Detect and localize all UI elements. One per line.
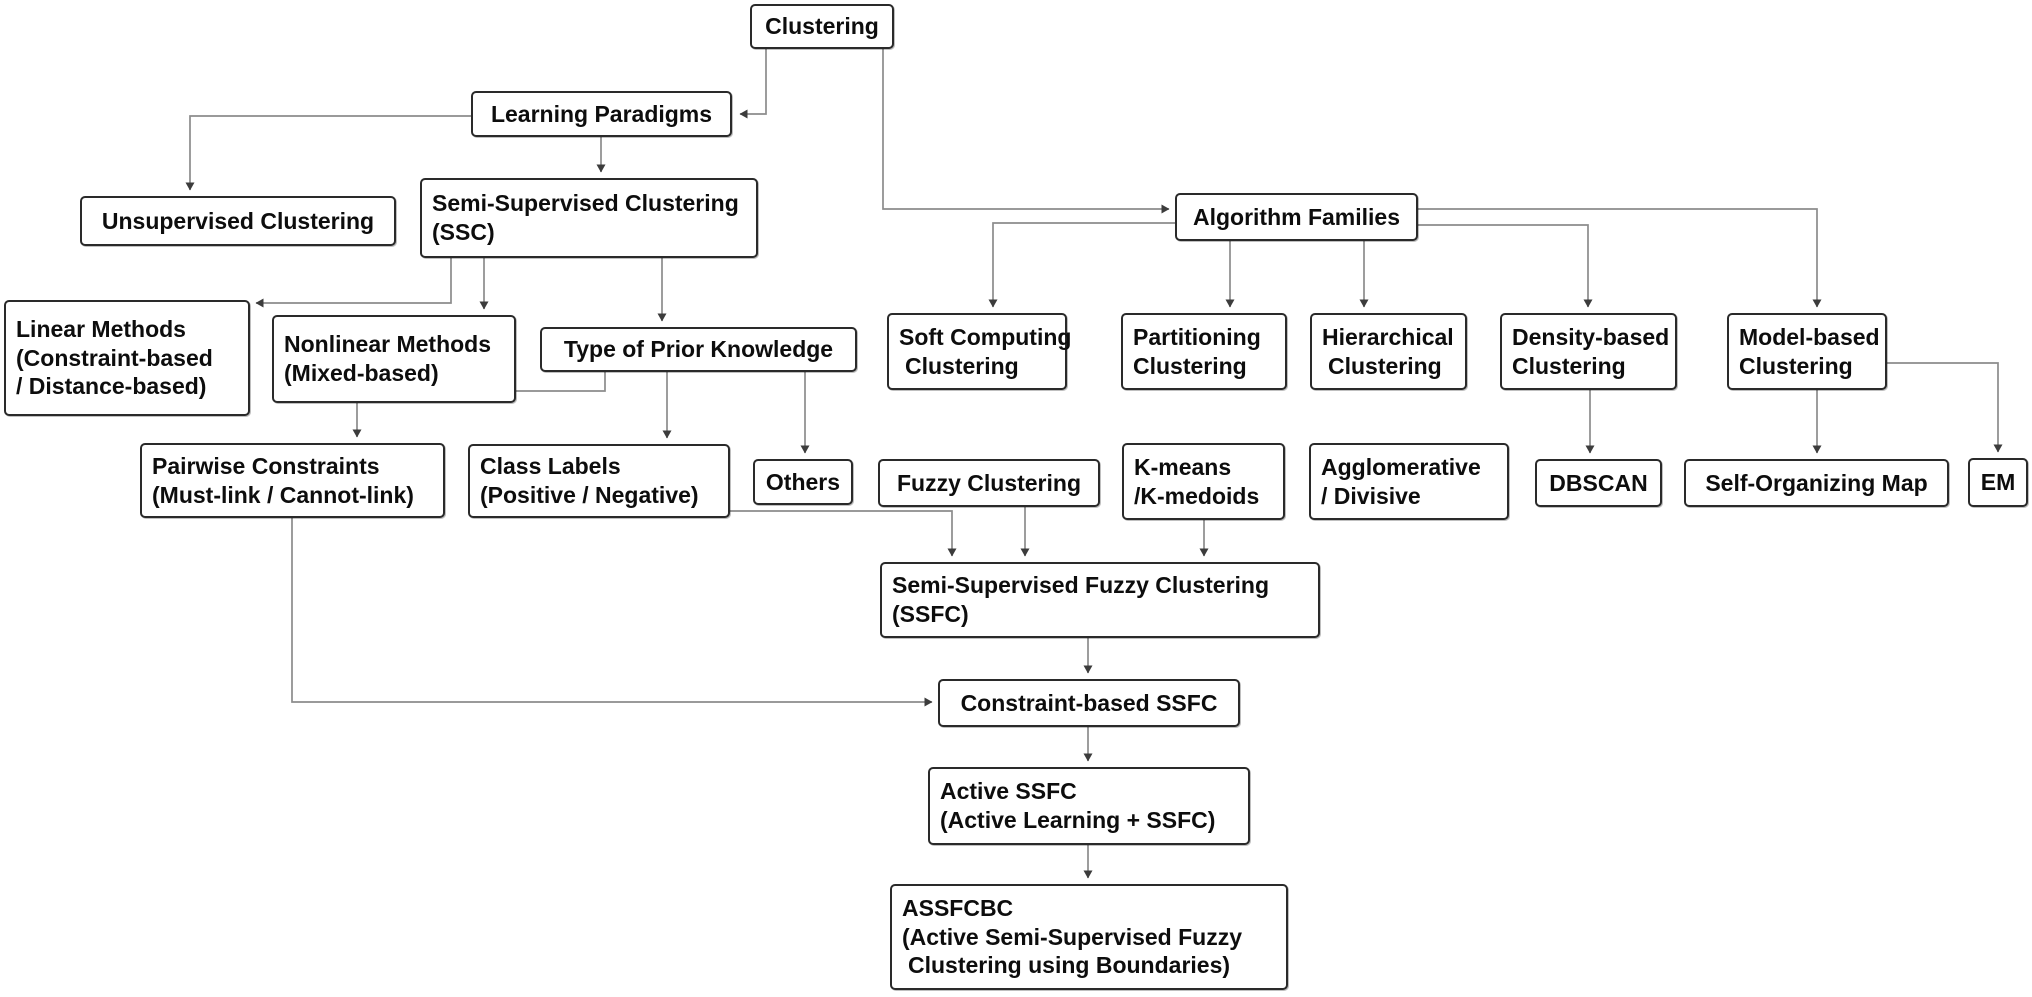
edge-algorithm-families-soft-computing: [988, 222, 1175, 308]
node-label: Pairwise Constraints: [152, 452, 380, 479]
edge-algorithm-families-density-based: [1418, 224, 1593, 308]
node-label: Semi-Supervised Clustering: [432, 190, 739, 217]
node-label: Type of Prior Knowledge: [563, 336, 834, 363]
edge-class-labels-ssfc: [730, 510, 957, 557]
node-label: / Distance-based): [16, 373, 207, 400]
node-linear-methods: Linear Methods (Constraint-based / Dista…: [4, 300, 250, 416]
node-label: Unsupervised Clustering: [101, 207, 375, 234]
node-soft-computing-clustering: Soft Computing Clustering: [887, 313, 1071, 390]
node-em: EM: [1968, 458, 2028, 507]
node-learning-paradigms: Learning Paradigms: [471, 91, 732, 137]
node-label: (Positive / Negative): [480, 482, 699, 508]
node-label: Agglomerative: [1321, 453, 1481, 480]
node-label: ASSFCBC: [902, 894, 1014, 921]
node-label: EM: [1980, 469, 2016, 496]
edge-learning-paradigms-unsupervised: [185, 115, 471, 191]
node-label: (Mixed-based): [284, 360, 439, 386]
edge-ssc-linear-methods: [255, 258, 452, 308]
node-label: Clustering: [905, 352, 1019, 379]
node-constraint-based-ssfc: Constraint-based SSFC: [938, 679, 1240, 727]
node-label: Linear Methods: [16, 315, 186, 342]
node-agglomerative-divisive: Agglomerative / Divisive: [1309, 443, 1509, 520]
node-label: K-means: [1134, 453, 1232, 480]
node-label: Constraint-based SSFC: [960, 689, 1218, 716]
node-others: Others: [753, 459, 853, 505]
node-label: Hierarchical: [1322, 323, 1454, 350]
node-label: DBSCAN: [1549, 469, 1648, 496]
edge-clustering-learning-paradigms: [739, 49, 767, 119]
node-label: Soft Computing: [899, 323, 1072, 350]
node-label: Active SSFC: [940, 778, 1077, 805]
node-assfcbc: ASSFCBC (Active Semi-Supervised Fuzzy Cl…: [890, 884, 1288, 990]
node-label: /K-medoids: [1134, 482, 1260, 509]
node-label: Model-based: [1739, 323, 1880, 350]
node-label: Class Labels: [480, 453, 621, 480]
node-label: / Divisive: [1321, 482, 1421, 509]
node-dbscan: DBSCAN: [1535, 459, 1662, 507]
node-type-of-prior-knowledge: Type of Prior Knowledge: [540, 327, 857, 372]
node-algorithm-families: Algorithm Families: [1175, 193, 1418, 241]
edge-clustering-algorithm-families: [882, 49, 1170, 214]
node-hierarchical-clustering: Hierarchical Clustering: [1310, 313, 1467, 390]
edge-pairwise-cb-ssfc: [291, 518, 933, 707]
node-label: Self-Organizing Map: [1705, 469, 1928, 496]
node-label: Fuzzy Clustering: [896, 469, 1081, 496]
node-semi-supervised-fuzzy-clustering: Semi-Supervised Fuzzy Clustering (SSFC): [880, 562, 1320, 638]
node-label: (Constraint-based: [16, 344, 213, 371]
node-label: Algorithm Families: [1192, 203, 1401, 230]
node-label: Clustering: [1512, 352, 1626, 379]
node-label: Clustering using Boundaries): [908, 952, 1231, 979]
node-active-ssfc: Active SSFC (Active Learning + SSFC): [928, 767, 1250, 845]
node-density-based-clustering: Density-based Clustering: [1500, 313, 1677, 390]
node-label: Nonlinear Methods: [284, 331, 492, 358]
node-unsupervised-clustering: Unsupervised Clustering: [80, 196, 396, 246]
node-label: Clustering: [1739, 352, 1853, 379]
node-fuzzy-clustering: Fuzzy Clustering: [878, 459, 1100, 507]
node-self-organizing-map: Self-Organizing Map: [1684, 459, 1949, 507]
node-label: (Active Learning + SSFC): [940, 807, 1216, 833]
node-label: (SSC): [432, 219, 495, 245]
node-label: (SSFC): [892, 601, 969, 627]
node-label: Density-based: [1512, 323, 1670, 350]
node-label: Semi-Supervised Fuzzy Clustering: [892, 572, 1270, 599]
node-model-based-clustering: Model-based Clustering: [1727, 313, 1887, 390]
node-clustering: Clustering: [750, 4, 894, 49]
node-pairwise-constraints: Pairwise Constraints (Must-link / Cannot…: [140, 443, 445, 518]
node-label: Clustering: [765, 13, 879, 40]
node-label: Clustering: [1133, 352, 1247, 379]
node-semi-supervised-clustering: Semi-Supervised Clustering (SSC): [420, 178, 758, 258]
node-label: Others: [765, 468, 841, 495]
node-nonlinear-methods: Nonlinear Methods (Mixed-based): [272, 315, 516, 403]
node-kmeans-kmedoids: K-means /K-medoids: [1122, 443, 1285, 520]
node-partitioning-clustering: Partitioning Clustering: [1121, 313, 1287, 390]
node-label: (Must-link / Cannot-link): [152, 481, 414, 508]
node-label: Clustering: [1328, 352, 1442, 379]
edge-algorithm-families-model-based: [1418, 208, 1822, 308]
node-class-labels: Class Labels (Positive / Negative): [468, 444, 730, 518]
node-label: Learning Paradigms: [490, 100, 713, 127]
node-label: (Active Semi-Supervised Fuzzy: [902, 923, 1242, 950]
node-label: Partitioning: [1133, 323, 1261, 350]
edge-model-based-em: [1887, 362, 2003, 453]
